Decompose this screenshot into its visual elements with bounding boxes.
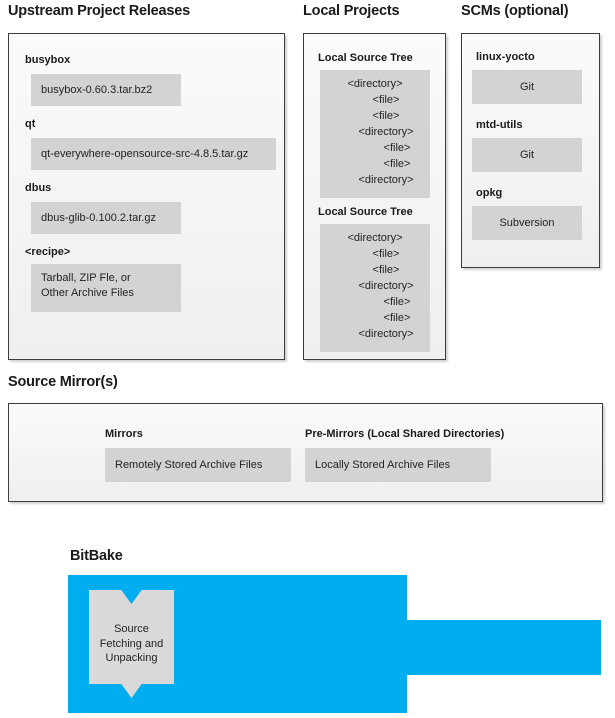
tree-node: <directory> [347, 78, 403, 90]
scm-item-value-opkg: Subversion [472, 206, 582, 240]
upstream-item-value-busybox: busybox-0.60.3.tar.bz2 [31, 74, 181, 106]
task-line-1: Source [114, 623, 149, 636]
scm-item-value-linux-yocto: Git [472, 70, 582, 104]
column-title-scms: SCMs (optional) [461, 3, 569, 19]
bitbake-body-extension [406, 620, 601, 675]
arrow-scms-to-mirrors [508, 268, 552, 400]
tree-node: <file> [372, 94, 400, 106]
tree-node: <file> [372, 110, 400, 122]
panel-local-projects: Local Source Tree <directory> <file> <fi… [303, 33, 446, 360]
tree-node: <file> [372, 264, 400, 276]
panel-source-mirrors: Mirrors Remotely Stored Archive Files Pr… [8, 403, 603, 502]
scm-item-value-mtd-utils: Git [472, 138, 582, 172]
mirrors-value: Remotely Stored Archive Files [105, 448, 291, 482]
tree-node: <file> [372, 248, 400, 260]
tree-node: <directory> [358, 174, 414, 186]
tree-node: <file> [383, 312, 411, 324]
tree-node: <directory> [358, 328, 414, 340]
section-title-bitbake: BitBake [70, 548, 123, 564]
arrow-local-projects-to-mirrors [344, 361, 388, 400]
column-title-upstream: Upstream Project Releases [8, 3, 190, 19]
upstream-item-label-recipe: <recipe> [25, 246, 71, 258]
scm-item-label-linux-yocto: linux-yocto [476, 51, 535, 63]
tree-node: <file> [383, 296, 411, 308]
scm-item-label-mtd-utils: mtd-utils [476, 119, 523, 131]
upstream-item-value-qt: qt-everywhere-opensource-src-4.8.5.tar.g… [31, 138, 276, 170]
task-source-fetching-and-unpacking: Source Fetching and Unpacking [89, 590, 174, 698]
upstream-item-label-qt: qt [25, 118, 36, 130]
tree-node: <file> [383, 158, 411, 170]
scm-item-label-opkg: opkg [476, 187, 503, 199]
pre-mirrors-value: Locally Stored Archive Files [305, 448, 491, 482]
tree-node: <file> [383, 142, 411, 154]
section-title-source-mirrors: Source Mirror(s) [8, 374, 118, 390]
tree-node: <directory> [358, 126, 414, 138]
upstream-item-label-dbus: dbus [25, 182, 52, 194]
task-line-2: Fetching and [99, 637, 164, 650]
local-projects-item-label-1: Local Source Tree [318, 52, 413, 64]
upstream-item-value-dbus: dbus-glib-0.100.2.tar.gz [31, 202, 181, 234]
task-line-3: Unpacking [105, 652, 158, 665]
tree-node: <directory> [347, 232, 403, 244]
upstream-item-value-recipe: Tarball, ZIP Fle, or Other Archive Files [31, 264, 181, 312]
local-projects-item-label-2: Local Source Tree [318, 206, 413, 218]
recipe-value-line-1: Tarball, ZIP Fle, or [41, 272, 131, 284]
local-source-tree-2: <directory> <file> <file> <directory> <f… [320, 224, 430, 352]
recipe-value-line-2: Other Archive Files [41, 287, 134, 299]
arrow-mirrors-to-bitbake [263, 508, 307, 570]
mirrors-label: Mirrors [105, 428, 143, 440]
column-title-local-projects: Local Projects [303, 3, 400, 19]
arrow-upstream-to-mirrors [176, 361, 220, 400]
local-source-tree-1: <directory> <file> <file> <directory> <f… [320, 70, 430, 198]
panel-scms: linux-yocto Git mtd-utils Git opkg Subve… [461, 33, 600, 268]
upstream-item-label-busybox: busybox [25, 54, 71, 66]
pre-mirrors-label: Pre-Mirrors (Local Shared Directories) [305, 428, 505, 440]
tree-node: <directory> [358, 280, 414, 292]
panel-upstream-project-releases: busybox busybox-0.60.3.tar.bz2 qt qt-eve… [8, 33, 285, 360]
